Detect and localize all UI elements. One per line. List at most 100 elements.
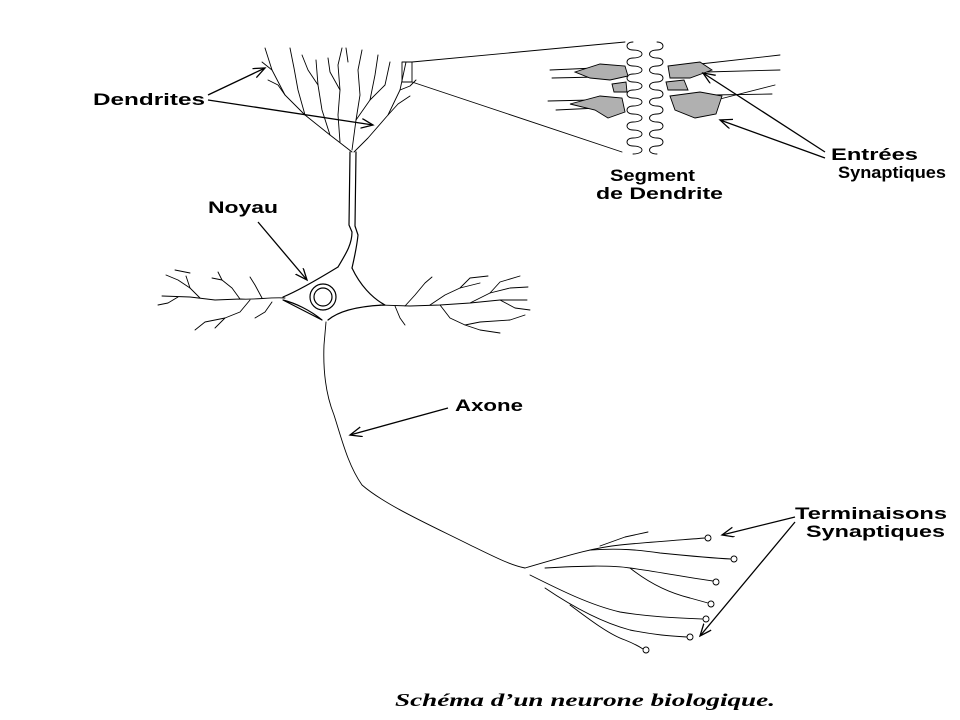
dendrite-branch xyxy=(337,47,343,143)
label-noyau: Noyau xyxy=(208,198,278,217)
dendrite-branch xyxy=(404,276,433,307)
soma xyxy=(282,266,386,321)
dendrite-branch xyxy=(264,47,353,153)
dendrite-branch xyxy=(489,275,521,294)
segment-box xyxy=(401,61,413,83)
dendrite-branch xyxy=(185,275,191,289)
dendrite-branch xyxy=(254,301,273,319)
dendritic-tree xyxy=(261,47,417,153)
dendrite-branch xyxy=(327,57,341,91)
dendrite-branch xyxy=(355,54,379,121)
nucleus-outer xyxy=(309,283,337,311)
dendrite-branch xyxy=(174,269,191,274)
terminal-branch xyxy=(544,587,688,638)
dendrite-branch xyxy=(353,61,407,153)
dendrite-branch xyxy=(499,299,531,311)
synaptic-input xyxy=(573,63,629,81)
entrees-arrow-1 xyxy=(703,73,826,153)
dendrite-branch xyxy=(301,54,319,86)
apical-dendrite xyxy=(337,151,359,269)
dendrite-branch xyxy=(387,95,411,116)
label-terminaisons-line2: Synaptiques xyxy=(806,522,945,541)
terminal-branch xyxy=(544,565,714,582)
label-entrees-line2: Synaptiques xyxy=(838,163,946,182)
dendrite-branch xyxy=(217,271,223,281)
dendrite-branch xyxy=(351,49,363,151)
segment-callout xyxy=(401,41,626,153)
dendrite-branch xyxy=(249,276,263,299)
synaptic-input xyxy=(667,61,713,79)
dendrite-branch xyxy=(345,47,349,63)
synaptic-input xyxy=(569,95,626,119)
dendrite-branch xyxy=(214,317,226,329)
dendrite-branch xyxy=(289,47,306,116)
dendrite-branch xyxy=(165,274,201,299)
dendrite-branch xyxy=(261,61,273,71)
axone-arrow xyxy=(350,407,449,435)
label-dendrites: Dendrites xyxy=(93,90,205,109)
synaptic-input xyxy=(611,81,628,93)
dendrite-branch xyxy=(157,296,179,306)
apical-dendrite-right-edge xyxy=(351,151,359,269)
synaptic-input xyxy=(665,79,689,91)
terminaisons-arrow-1 xyxy=(722,516,796,535)
segment-right-edge xyxy=(649,41,664,155)
terminal-branch xyxy=(629,567,709,604)
basal-dendrites-left xyxy=(157,269,286,331)
dendrite-branch xyxy=(439,304,501,334)
entrees-arrow-2 xyxy=(720,120,826,159)
input-fiber xyxy=(699,54,781,65)
synaptic-terminal xyxy=(642,646,650,654)
dendrites-arrow-1 xyxy=(207,68,265,96)
dendrites-arrow-2 xyxy=(207,99,373,125)
labels: Dendrites Noyau Axone Segment de Dendrit… xyxy=(93,90,947,541)
synaptic-terminal xyxy=(702,615,710,623)
label-segment-line1: Segment xyxy=(610,166,695,185)
soma-outline xyxy=(282,266,386,321)
dendrite-branch xyxy=(469,286,529,304)
synaptic-terminal xyxy=(712,578,720,586)
dendrite-branch xyxy=(161,295,286,301)
label-terminaisons-line1: Terminaisons xyxy=(795,504,947,523)
input-fiber xyxy=(711,93,773,96)
dendrite-branch xyxy=(315,59,331,136)
dendrite-branch xyxy=(464,314,526,326)
apical-dendrite-left-edge xyxy=(337,151,353,268)
basal-dendrites-right xyxy=(379,275,531,334)
axon-terminals xyxy=(524,531,738,654)
synaptic-terminal xyxy=(686,633,694,641)
dendrite-branch xyxy=(399,79,417,91)
terminal-branch xyxy=(529,574,704,620)
callout-line-top xyxy=(411,41,626,63)
terminal-branch xyxy=(589,548,732,560)
callout-line-bottom xyxy=(411,81,623,153)
dendrite-branch xyxy=(369,61,391,101)
nucleus-inner xyxy=(313,287,333,307)
synaptic-input xyxy=(669,91,723,119)
segment-left-edge xyxy=(626,41,643,155)
dendrite-branch xyxy=(194,299,251,331)
figure-caption: Schéma d’un neurone biologique. xyxy=(395,690,775,710)
dendrite-branch xyxy=(211,277,241,300)
pointer-arrows xyxy=(207,68,826,636)
terminaisons-arrow-2 xyxy=(700,521,796,636)
input-fiber xyxy=(705,69,781,73)
terminal-branch xyxy=(599,531,649,547)
terminal-branch xyxy=(569,604,644,650)
dendrite-branch xyxy=(394,305,406,326)
label-segment-line2: de Dendrite xyxy=(596,184,723,203)
dendrite-segment-zoom xyxy=(547,41,781,155)
synaptic-terminal xyxy=(707,600,715,608)
label-entrees-line1: Entrées xyxy=(831,145,918,164)
input-fiber xyxy=(715,84,776,101)
noyau-arrow xyxy=(257,221,307,280)
terminal-branch xyxy=(524,537,706,569)
axon xyxy=(323,321,526,569)
dendrite-branch xyxy=(267,79,286,96)
synaptic-terminal xyxy=(704,534,712,542)
label-axone: Axone xyxy=(455,396,523,415)
axon-trunk xyxy=(323,321,526,569)
dendrite-branch xyxy=(429,282,481,306)
synaptic-terminal xyxy=(730,555,738,563)
